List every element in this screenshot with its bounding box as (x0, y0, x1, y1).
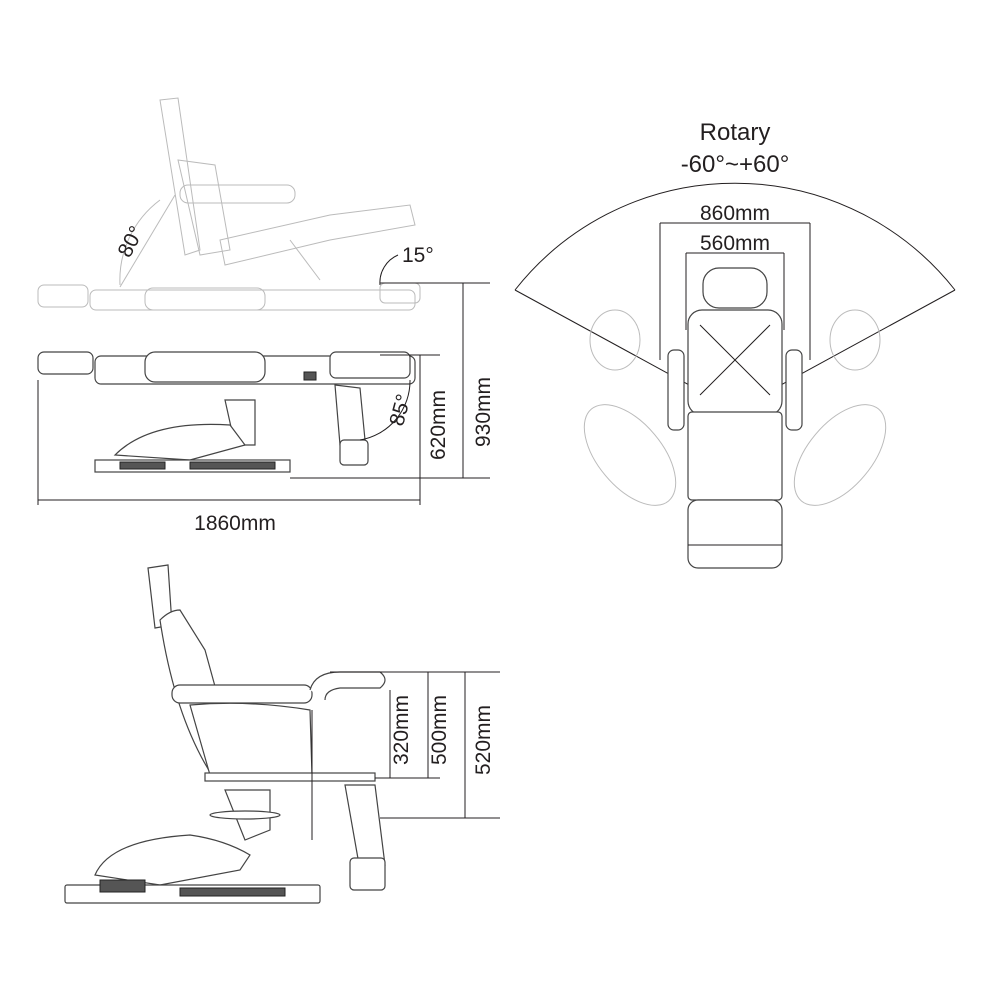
chair-view-dimension-lines (330, 671, 500, 819)
side-view-reclined-chair (37, 97, 421, 311)
seat-height-label: 620mm (427, 390, 450, 460)
side-view-flat-chair (37, 351, 416, 473)
backrest-angle-label: 80° (113, 222, 148, 261)
leg-down-angle-label: 85° (385, 392, 415, 429)
outer-width-label: 860mm (700, 202, 770, 225)
side-view-dimension-lines (37, 254, 490, 505)
total-length-label: 1860mm (194, 512, 276, 535)
rotary-title: Rotary (700, 119, 771, 146)
armrest-height-500-label: 500mm (428, 695, 451, 765)
top-view-rotation-diagram (514, 182, 956, 569)
inner-width-label: 560mm (700, 232, 770, 255)
armrest-height-520-label: 520mm (472, 705, 495, 775)
chair-upright-view (64, 564, 386, 904)
total-height-label: 930mm (472, 377, 495, 447)
rotation-range-label: -60°~+60° (681, 151, 790, 178)
armrest-height-320-label: 320mm (390, 695, 413, 765)
leg-up-angle-label: 15° (402, 244, 434, 267)
